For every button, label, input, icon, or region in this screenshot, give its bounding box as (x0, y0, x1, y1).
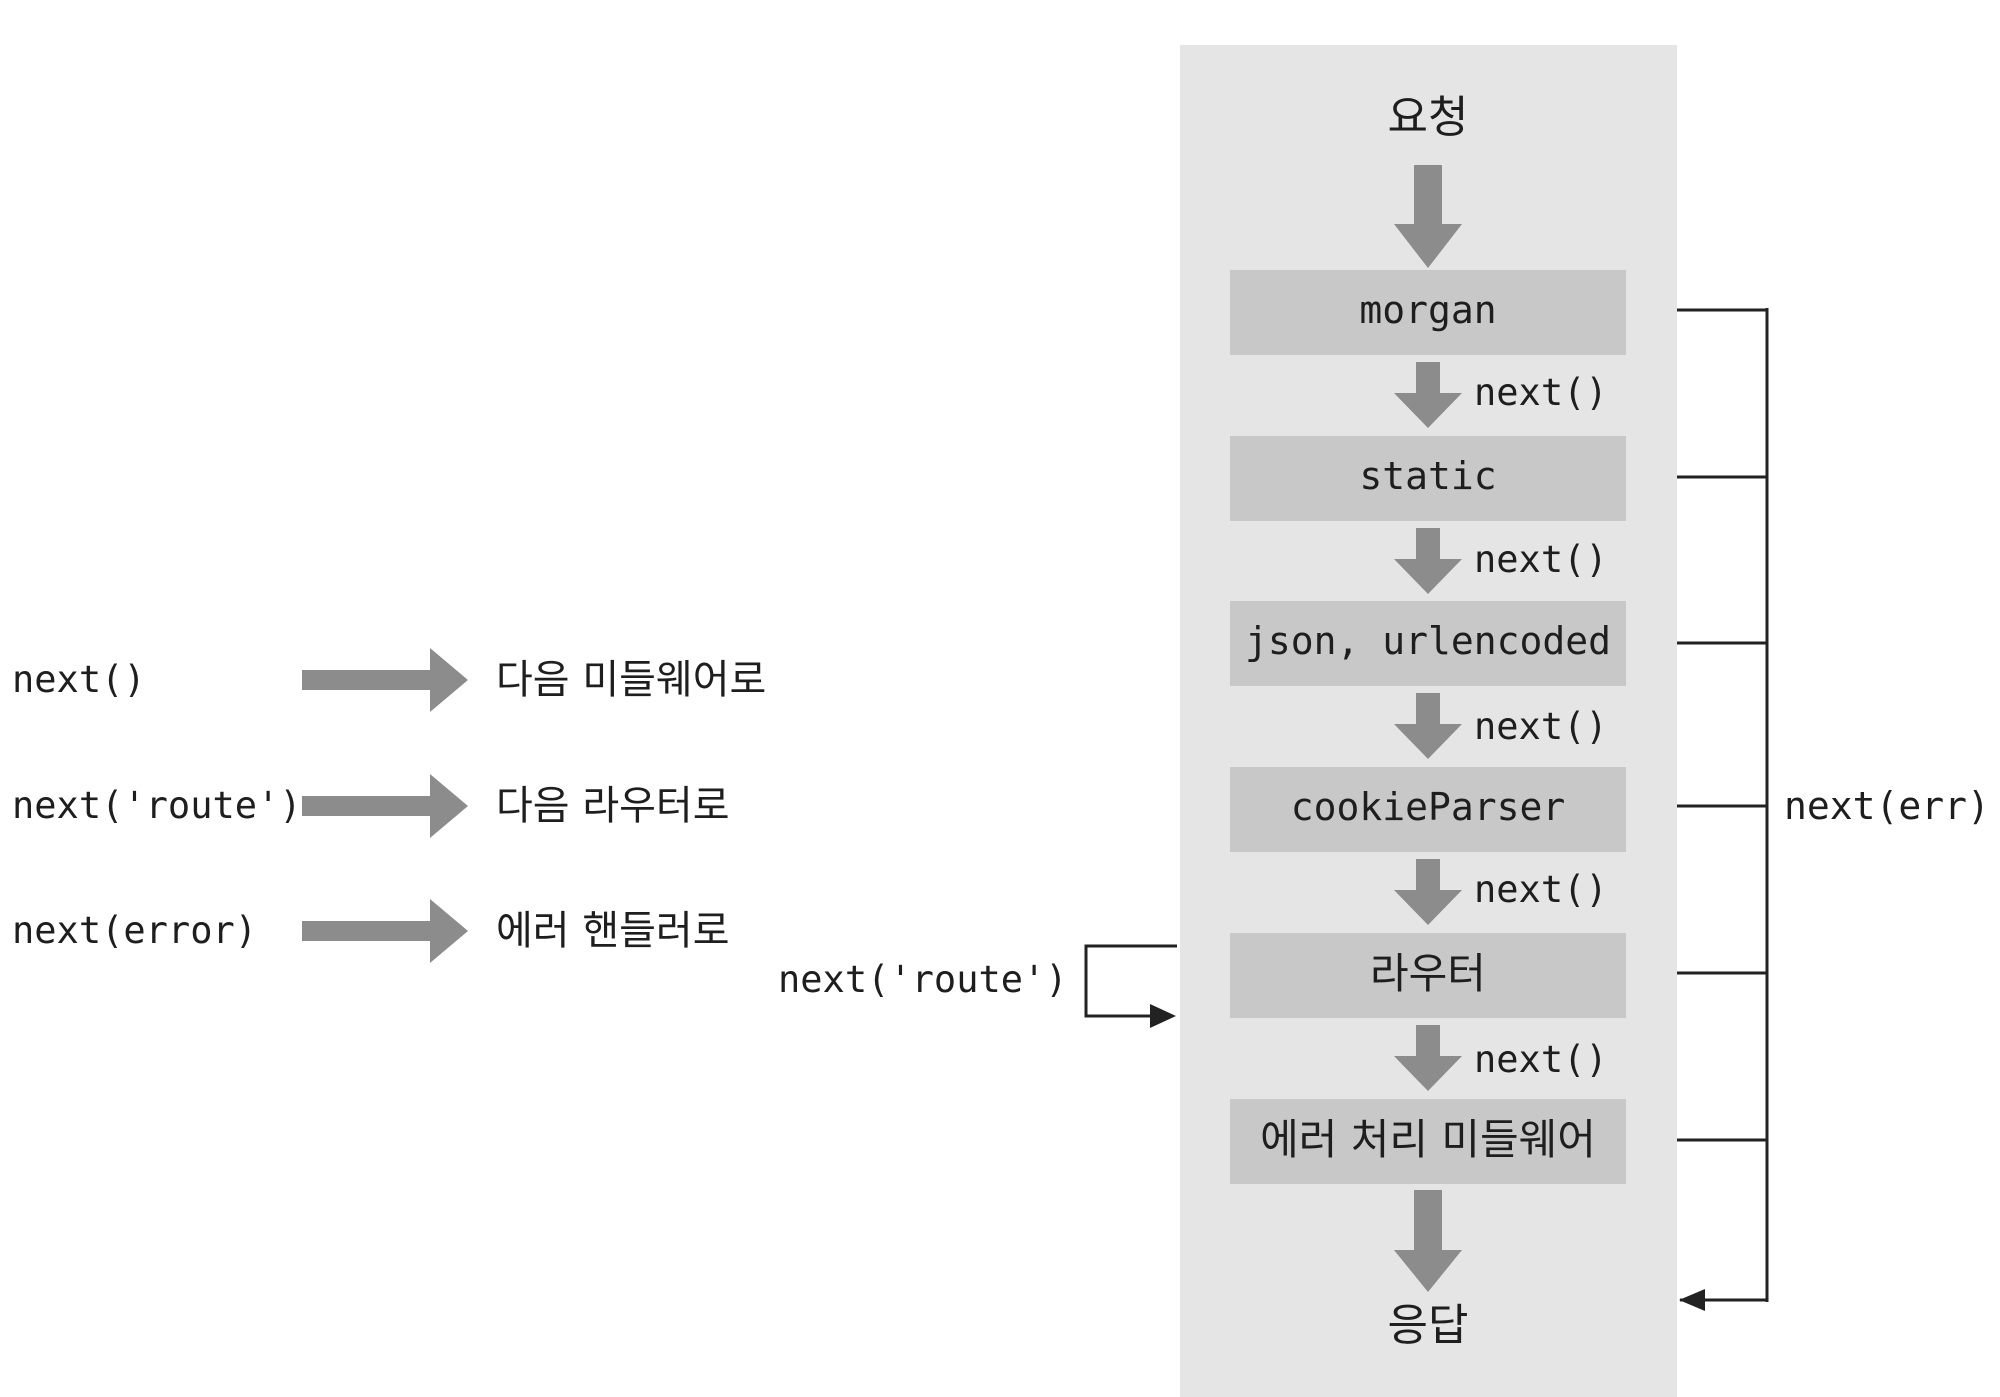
node-static: static (1230, 436, 1626, 521)
down-arrow-icon (1394, 165, 1462, 268)
node-label: morgan (1359, 288, 1496, 332)
legend: next() 다음 미들웨어로 next('route') 다음 라우터로 ne… (12, 648, 766, 963)
step-label: next() (1474, 1038, 1608, 1081)
node-box (1230, 270, 1626, 355)
node-box (1230, 601, 1626, 686)
error-path: next(err) (1677, 308, 1990, 1311)
node-cookieparser: cookieParser (1230, 767, 1626, 852)
node-json-urlencoded: json, urlencoded (1230, 601, 1626, 686)
step-arrow-2: next() (1394, 528, 1608, 594)
route-arrowhead-icon (1150, 1004, 1176, 1028)
down-arrow-icon (1394, 528, 1462, 594)
route-skip-path: next('route') (778, 944, 1177, 1028)
node-router: 라우터 (1230, 933, 1626, 1018)
node-label: static (1359, 454, 1496, 498)
node-box (1230, 767, 1626, 852)
flow-end-label: 응답 (1388, 1300, 1469, 1351)
node-box (1230, 436, 1626, 521)
legend-item-next-error: next(error) 에러 핸들러로 (12, 899, 730, 963)
node-label: json, urlencoded (1245, 619, 1611, 663)
legend-meaning-next-error: 에러 핸들러로 (496, 908, 730, 954)
step-label: next() (1474, 538, 1608, 581)
legend-meaning-next-route: 다음 라우터로 (496, 783, 730, 829)
node-morgan: morgan (1230, 270, 1626, 355)
step-label: next() (1474, 868, 1608, 911)
legend-arrow-icon (302, 648, 468, 712)
legend-item-next: next() 다음 미들웨어로 (12, 648, 766, 712)
step-arrow-4: next() (1394, 859, 1608, 925)
down-arrow-icon (1394, 362, 1462, 428)
down-arrow-icon (1394, 859, 1462, 925)
step-label: next() (1474, 705, 1608, 748)
node-label: 에러 처리 미들웨어 (1260, 1115, 1596, 1164)
step-label: next() (1474, 371, 1608, 414)
legend-item-next-route: next('route') 다음 라우터로 (12, 774, 730, 838)
down-arrow-icon (1394, 693, 1462, 759)
step-arrow-5: next() (1394, 1025, 1608, 1091)
route-loop-line (1084, 944, 1177, 1018)
node-label: cookieParser (1291, 785, 1566, 829)
legend-meaning-next: 다음 미들웨어로 (496, 657, 766, 703)
legend-code-next-route: next('route') (12, 784, 302, 827)
node-error-middleware: 에러 처리 미들웨어 (1230, 1099, 1626, 1184)
node-label: 라우터 (1370, 949, 1486, 998)
step-arrow-1: next() (1394, 362, 1608, 428)
legend-arrow-icon (302, 899, 468, 963)
legend-code-next: next() (12, 658, 146, 701)
error-label: next(err) (1784, 784, 1990, 828)
legend-code-next-error: next(error) (12, 909, 257, 952)
node-box (1230, 1099, 1626, 1184)
route-label: next('route') (778, 958, 1068, 1001)
down-arrow-icon (1394, 1025, 1462, 1091)
down-arrow-icon (1394, 1190, 1462, 1292)
step-arrow-3: next() (1394, 693, 1608, 759)
flow-start-label: 요청 (1388, 92, 1469, 143)
legend-arrow-icon (302, 774, 468, 838)
node-box (1230, 933, 1626, 1018)
